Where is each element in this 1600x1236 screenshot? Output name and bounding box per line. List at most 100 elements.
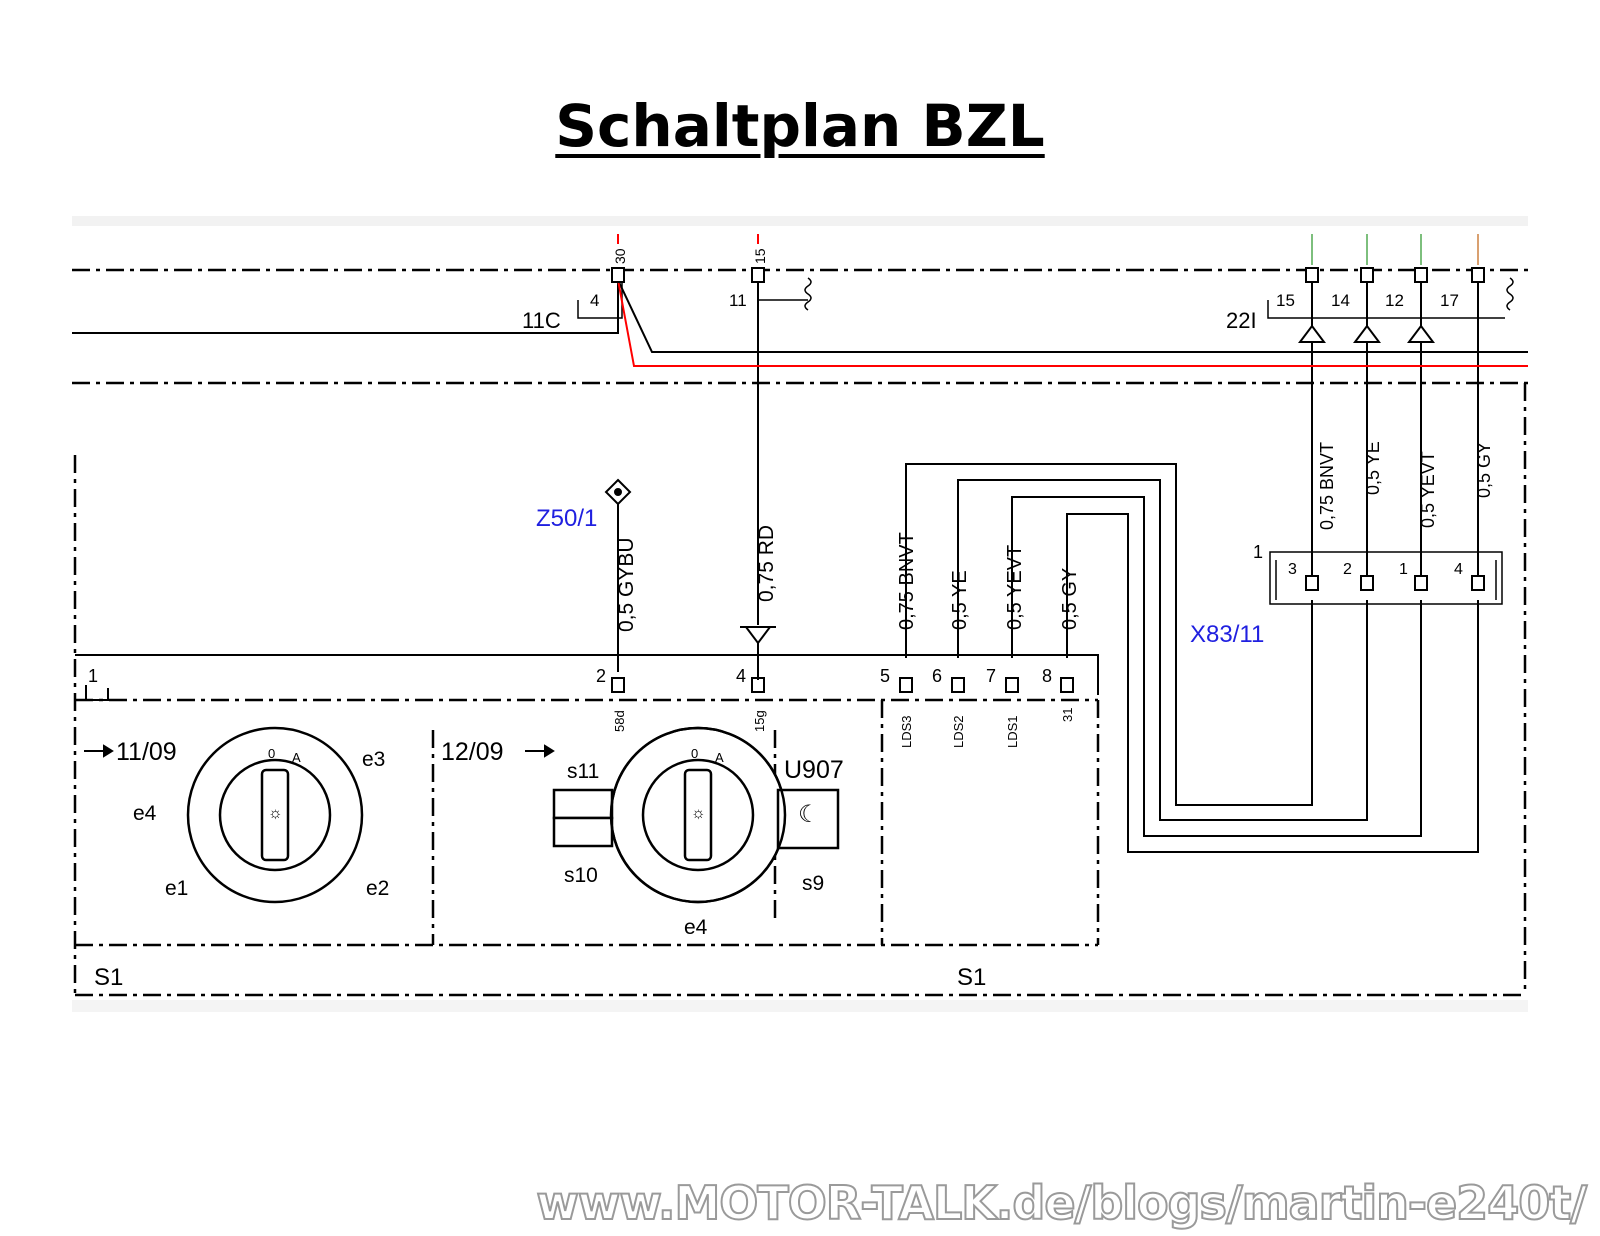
label-x83-pin-a: 3: [1288, 561, 1297, 578]
switch-left-date: 11/09: [116, 738, 177, 766]
label-pin15: 15: [752, 248, 768, 264]
break-symbol-right: [1506, 277, 1514, 311]
arrow-left-head: [103, 744, 114, 758]
pin-x83-1: [1414, 575, 1428, 591]
switch-left-e3: e3: [362, 748, 385, 771]
label-x83-connector-no: 1: [1253, 542, 1263, 562]
label-22i-pin-d: 17: [1440, 291, 1459, 310]
terminal-15g: 15g: [752, 710, 767, 732]
pin-s1-8: [1060, 677, 1074, 693]
s1-pin-num-5: 5: [880, 666, 890, 686]
break-symbol-left: [804, 277, 812, 311]
wire-loop-ye: [957, 479, 1368, 821]
s1-pin-num-2: 2: [596, 666, 606, 686]
pin-22i-17: [1471, 267, 1485, 283]
page-title: Schaltplan BZL: [0, 92, 1600, 160]
splice-triangle-2: [1353, 324, 1381, 343]
wire-30-black: [617, 279, 1528, 353]
pin-30-top: [611, 267, 625, 283]
switch-left-e2: e2: [366, 877, 389, 900]
pin-s1-2: [611, 677, 625, 693]
label-x83: X83/11: [1190, 621, 1264, 648]
pin-s1-5: [899, 677, 913, 693]
wire-label-rd: 0,75 RD: [755, 525, 778, 602]
dial-right-zero: 0: [691, 746, 698, 761]
label-z50: Z50/1: [536, 505, 597, 532]
terminal-58d: 58d: [612, 710, 627, 732]
s1-pin1-corner: [85, 685, 109, 701]
frame-band-top: [72, 216, 1528, 226]
s1-connector-line: [75, 654, 1099, 695]
label-pin30: 30: [612, 248, 628, 264]
wire-label-r2: 0,5 YE: [1363, 441, 1383, 495]
wire-30-red: [617, 279, 1528, 367]
switch-right-date: 12/09: [441, 738, 504, 766]
wire-label-lds-3: 0,5 YEVT: [1004, 545, 1026, 630]
pin-22i-12: [1414, 267, 1428, 283]
pin-s1-4: [751, 677, 765, 693]
z50-splice-dot: [614, 488, 622, 496]
s1-pin-num-4: 4: [736, 666, 746, 686]
s1-label-left: S1: [94, 964, 123, 991]
label-22i-pin-b: 14: [1331, 291, 1350, 310]
pin-15-top: [751, 267, 765, 283]
pin-x83-2: [1360, 575, 1374, 591]
terminal-lds2: LDS2: [951, 715, 966, 748]
pin-s1-6: [951, 677, 965, 693]
pin-22i-15: [1305, 267, 1319, 283]
label-22i-pin-c: 12: [1385, 291, 1404, 310]
sensor-u907-label: U907: [784, 756, 844, 784]
switch-left-knob: [260, 768, 290, 862]
s1-pin-num-1: 1: [88, 666, 98, 686]
label-22i-pin-a: 15: [1276, 291, 1295, 310]
title-text: Schaltplan BZL: [555, 92, 1045, 160]
wire-label-lds-2: 0,5 YE: [949, 570, 971, 630]
wire-label-r4: 0,5 GY: [1474, 442, 1494, 498]
switch-right-e4: e4: [684, 916, 708, 939]
u907-moon-icon: ☾: [798, 801, 820, 828]
wire-label-gybu: 0,5 GYBU: [615, 537, 638, 632]
connector-22i-bracket: [1267, 300, 1505, 319]
watermark: www.MOTOR-TALK.de/blogs/martin-e240t/: [535, 1175, 1588, 1231]
switch-right-s11: s11: [567, 760, 599, 783]
wire-label-lds-1: 0,75 BNVT: [896, 532, 918, 630]
label-x83-pin-b: 2: [1343, 561, 1352, 578]
s1-pin-num-6: 6: [932, 666, 942, 686]
label-pin11: 11: [729, 291, 747, 310]
dial-right-auto: A: [715, 750, 724, 765]
s1-label-right: S1: [957, 964, 986, 991]
s1-pin-num-7: 7: [986, 666, 996, 686]
terminal-lds3: LDS3: [899, 715, 914, 748]
pin-x83-3: [1305, 575, 1319, 591]
splice-triangle-4: [744, 626, 772, 645]
sensor-u907-box: [776, 788, 840, 850]
switch-right-outer-ring: [609, 726, 787, 904]
switch-left-e1: e1: [165, 877, 188, 900]
splice-triangle-3: [1407, 324, 1435, 343]
label-x83-pin-d: 4: [1454, 561, 1463, 578]
frame-band-bottom: [72, 1000, 1528, 1012]
dial-left-auto: A: [292, 750, 301, 765]
dial-left-zero: 0: [268, 746, 275, 761]
switch-right-s10: s10: [564, 864, 598, 887]
wire-label-r1: 0,75 BNVT: [1317, 442, 1337, 530]
wire-label-lds-4: 0,5 GY: [1059, 568, 1081, 630]
splice-triangle-1: [1298, 324, 1326, 343]
wire-loop-gy: [1066, 513, 1479, 853]
label-22i: 22I: [1226, 308, 1257, 333]
label-pin4: 4: [590, 291, 599, 310]
pin-x83-4: [1471, 575, 1485, 591]
switch-right-knob: [683, 768, 713, 862]
s1-pin-num-8: 8: [1042, 666, 1052, 686]
terminal-31: 31: [1060, 708, 1075, 722]
wire-loop-bnvt: [905, 463, 1313, 806]
pin-22i-14: [1360, 267, 1374, 283]
wire-label-r3: 0,5 YEVT: [1418, 451, 1438, 528]
wire-11c: [72, 280, 619, 334]
switch-s10-box[interactable]: [552, 816, 614, 848]
wire-loop-yevt: [1011, 496, 1422, 837]
terminal-lds1: LDS1: [1005, 715, 1020, 748]
label-11c: 11C: [522, 308, 561, 333]
switch-s11-box[interactable]: [552, 788, 614, 820]
